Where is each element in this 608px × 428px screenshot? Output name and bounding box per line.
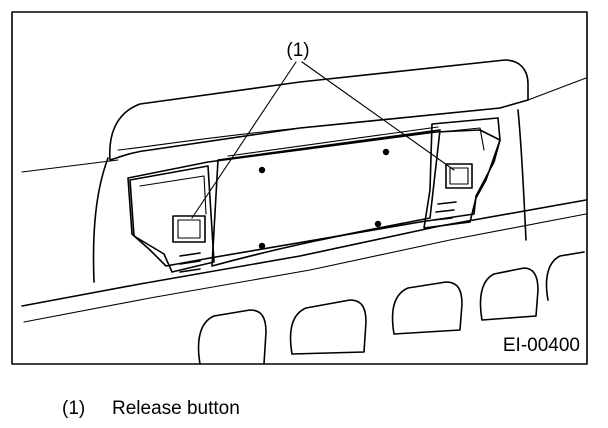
bumper-step-pad — [391, 281, 463, 335]
legend-number: (1) — [62, 398, 86, 419]
garnish-lower-edge — [117, 107, 501, 151]
left-vent-slot — [179, 268, 201, 273]
plate-bolt — [258, 242, 266, 250]
body-top-line-right — [527, 77, 587, 101]
right-vent-slot — [435, 209, 455, 213]
bumper-upper-line — [21, 199, 587, 307]
leader-line-left — [191, 61, 297, 219]
license-plate — [211, 129, 441, 267]
left-lamp-bracket-inner — [139, 175, 207, 215]
right-vent-slot — [437, 201, 457, 205]
bumper-step-pad — [289, 299, 367, 355]
callout-label: (1) — [286, 40, 309, 61]
plate-bolt — [258, 166, 266, 174]
figure-code: EI-00400 — [503, 335, 580, 356]
legend: (1) Release button — [62, 398, 240, 420]
left-lamp-bracket — [129, 165, 215, 273]
left-release-button — [172, 215, 206, 243]
rear-gate-left — [92, 157, 109, 283]
bumper-step-pad — [479, 267, 539, 321]
plate-recess — [127, 129, 501, 267]
bumper-step-pad — [197, 309, 267, 365]
legend-text: Release button — [112, 398, 240, 419]
left-vent-slot — [179, 260, 201, 265]
garnish-panel — [108, 59, 529, 161]
plate-bolt — [374, 220, 382, 228]
figure-frame — [11, 11, 588, 365]
bumper-upper-line-2 — [23, 213, 587, 323]
plate-bolt — [382, 148, 390, 156]
right-release-button — [445, 163, 473, 189]
body-top-line — [21, 159, 119, 173]
right-vent-slot — [433, 217, 453, 221]
left-release-button-inner — [177, 219, 201, 239]
right-lamp-bracket-inner — [439, 127, 485, 151]
rear-gate-right — [517, 109, 527, 241]
bumper-step-pad — [545, 251, 585, 301]
left-vent-slot — [179, 252, 201, 257]
leader-line-right — [301, 61, 455, 171]
right-release-button-inner — [449, 167, 469, 185]
license-plate-top-edge — [227, 126, 439, 157]
right-lamp-bracket — [423, 117, 501, 229]
